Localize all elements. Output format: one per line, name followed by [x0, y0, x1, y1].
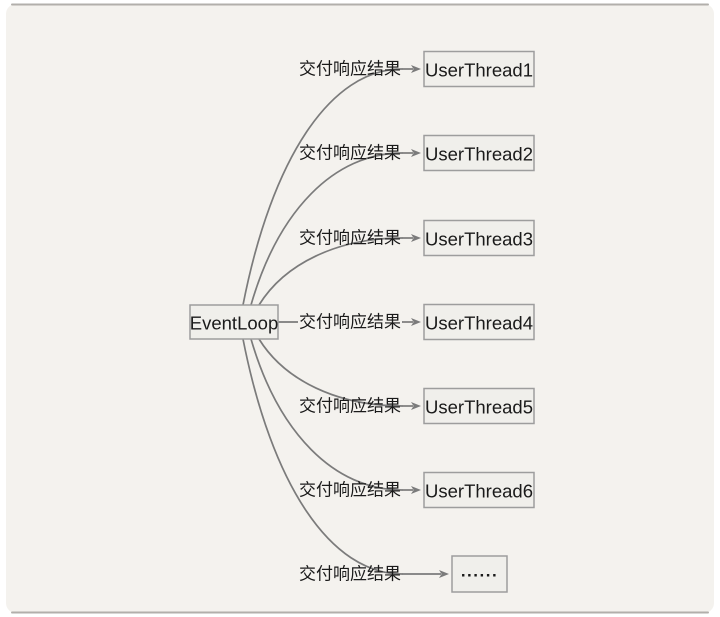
eventloop-label: EventLoop	[190, 313, 278, 334]
target-label: UserThread6	[425, 481, 533, 502]
target-box	[423, 50, 535, 88]
eventloop-box	[189, 304, 279, 340]
eventloop-node: EventLoop	[189, 304, 279, 340]
canvas-background	[6, 4, 714, 613]
edge-curve	[250, 338, 403, 491]
edge-curve	[258, 237, 403, 306]
edge-label: 交付响应结果	[299, 397, 401, 416]
edge-label: 交付响应结果	[299, 60, 401, 79]
target-label: UserThread5	[425, 397, 533, 418]
target-box	[423, 471, 535, 509]
target-node: UserThread6	[423, 471, 535, 509]
target-node: ......	[451, 555, 508, 593]
target-node: UserThread5	[423, 387, 535, 425]
edge-labels: 交付响应结果交付响应结果交付响应结果交付响应结果交付响应结果交付响应结果交付响应…	[298, 60, 402, 584]
target-node: UserThread1	[423, 50, 535, 88]
target-label: ......	[461, 562, 498, 581]
edge-curve	[242, 338, 403, 575]
target-label: UserThread3	[425, 229, 533, 250]
edge-label-backing	[298, 311, 402, 333]
edge-label: 交付响应结果	[299, 565, 401, 584]
target-box	[423, 387, 535, 425]
edge-label: 交付响应结果	[299, 229, 401, 248]
target-nodes: UserThread1UserThread2UserThread3UserThr…	[423, 50, 535, 593]
target-node: UserThread2	[423, 134, 535, 172]
target-label: UserThread2	[425, 144, 533, 165]
target-label: UserThread4	[425, 313, 533, 334]
target-node: UserThread4	[423, 303, 535, 341]
edge-label: 交付响应结果	[299, 144, 401, 163]
target-box	[423, 303, 535, 341]
edge-curve	[250, 152, 403, 306]
target-label: UserThread1	[425, 60, 533, 81]
target-box	[451, 555, 508, 593]
edge-curve	[258, 338, 403, 407]
target-box	[423, 219, 535, 257]
edges	[242, 65, 449, 578]
edge-label: 交付响应结果	[299, 481, 401, 500]
target-box	[423, 134, 535, 172]
edge-label: 交付响应结果	[299, 313, 401, 332]
edge-curve	[242, 68, 403, 306]
target-node: UserThread3	[423, 219, 535, 257]
